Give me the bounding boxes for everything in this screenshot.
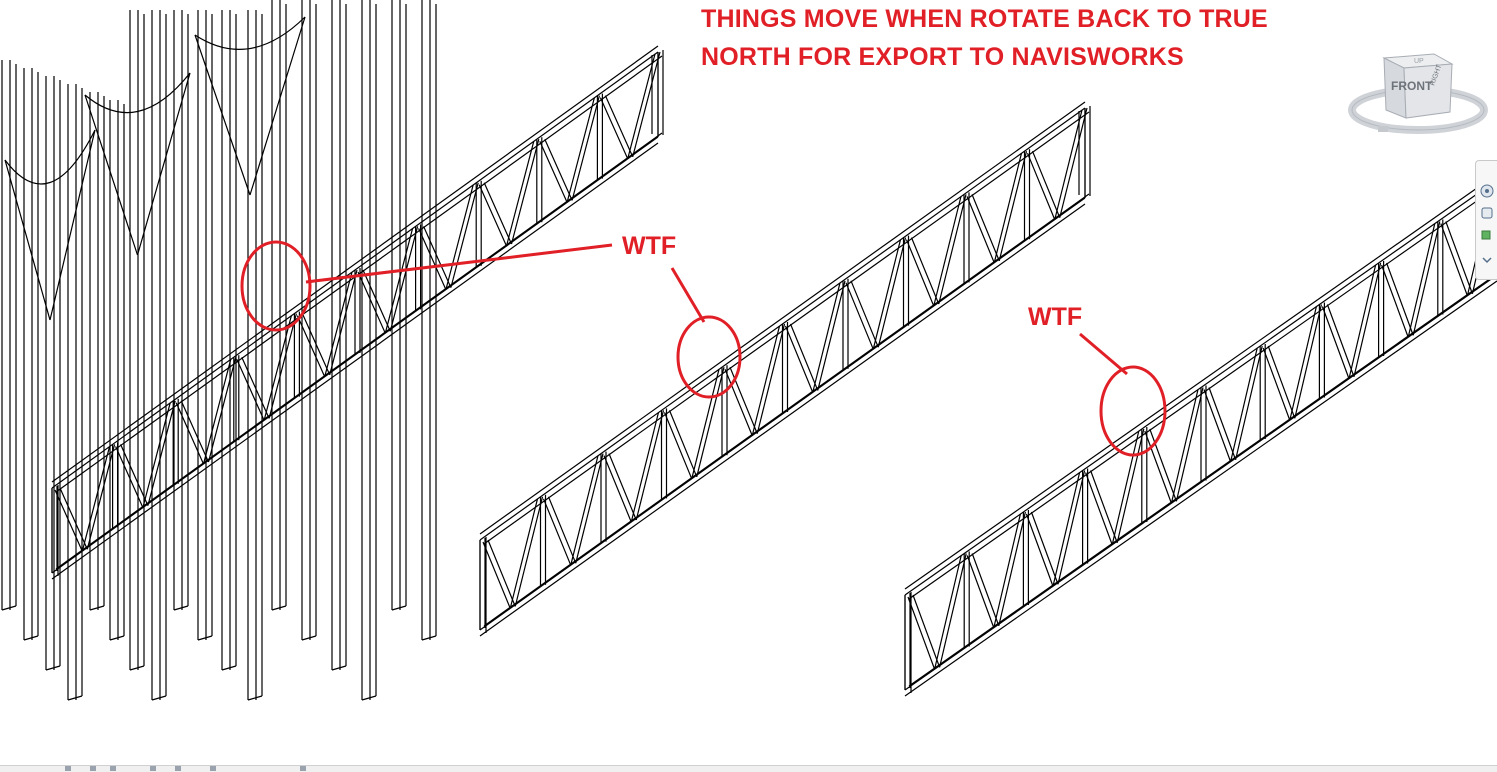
callout-ellipse-3: [1099, 365, 1167, 457]
navigation-bar[interactable]: [1475, 160, 1497, 280]
orbit-icon[interactable]: [1479, 249, 1495, 265]
status-icon-4[interactable]: [150, 766, 156, 771]
steering-wheel-icon[interactable]: [1479, 183, 1495, 199]
callout-label-2: WTF: [1028, 303, 1083, 331]
viewcube-widget[interactable]: FRONT RIGHT UP: [1348, 48, 1488, 140]
viewcube-top-label[interactable]: UP: [1414, 58, 1424, 65]
callout-ellipse-2: [676, 315, 742, 399]
callout-leader-3: [1079, 332, 1128, 376]
callout-label-1: WTF: [622, 232, 677, 260]
zoom-icon[interactable]: [1479, 227, 1495, 243]
pan-icon[interactable]: [1479, 205, 1495, 221]
callout-ellipse-1: [240, 240, 312, 332]
status-icon-5[interactable]: [175, 766, 181, 771]
status-icon-6[interactable]: [210, 766, 216, 771]
viewcube-front-label[interactable]: FRONT: [1391, 79, 1433, 93]
status-icon-2[interactable]: [90, 766, 96, 771]
markup-title-line-2: NORTH FOR EXPORT TO NAVISWORKS: [701, 43, 1184, 71]
status-bar: [0, 765, 1497, 772]
truss-left[interactable]: [51, 45, 664, 580]
truss-right[interactable]: [904, 173, 1497, 697]
viewcube-compass-marker[interactable]: [1378, 126, 1388, 132]
status-icon-1[interactable]: [65, 766, 71, 771]
markup-title-line-1: THINGS MOVE WHEN ROTATE BACK TO TRUE: [701, 5, 1268, 33]
truss-middle[interactable]: [479, 101, 1091, 637]
silo-hoppers[interactable]: [4, 16, 306, 321]
callout-leader-2: [670, 267, 706, 323]
status-icon-3[interactable]: [110, 766, 116, 771]
status-icon-7[interactable]: [300, 766, 306, 771]
column-grid[interactable]: [1, 0, 437, 701]
callout-leader-1: [305, 243, 613, 284]
